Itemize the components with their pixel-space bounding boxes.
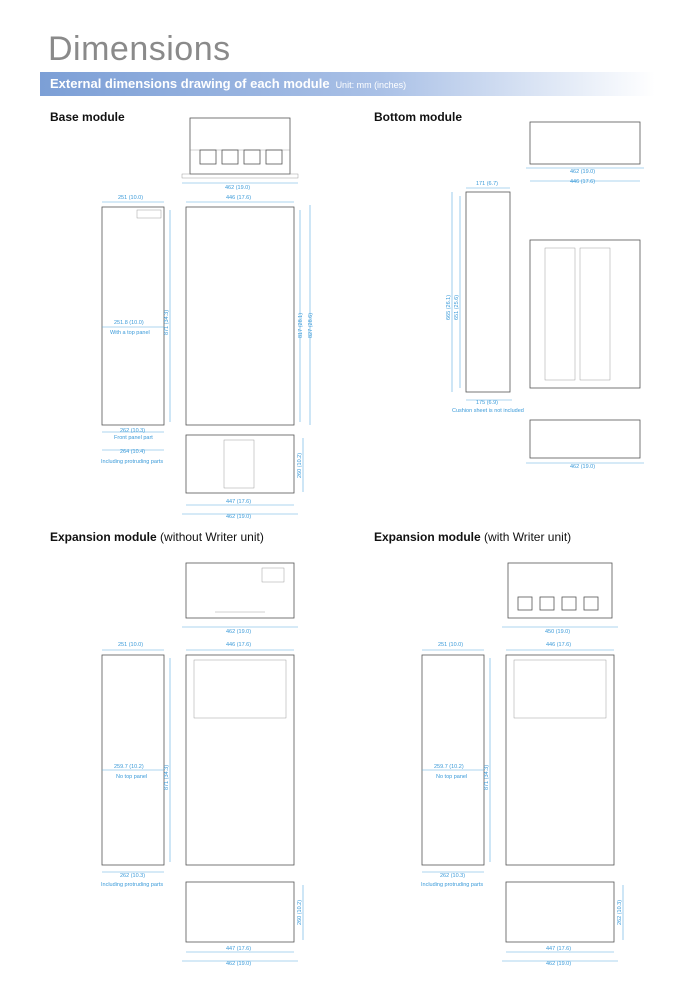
base-module-drawing: 462 (19.0) 251 (10.0) 871 (34.3) 251.8 (…: [101, 117, 314, 520]
exp-no-writer-bottom-unit: [185, 881, 295, 943]
exp-writer-top-panel-depth: 259.7 (10.2): [434, 764, 464, 770]
bottom-bottom-width: 462 (19.0): [570, 464, 595, 470]
banner-title: External dimensions drawing of each modu…: [50, 76, 330, 91]
base-top-panel-depth: 251.8 (10.0): [114, 320, 144, 326]
expansion-writer-subtitle: (with Writer unit): [484, 530, 572, 544]
banner-text: External dimensions drawing of each modu…: [50, 76, 406, 91]
page-title: Dimensions: [48, 30, 231, 68]
bottom-bottom-view: [529, 419, 641, 459]
exp-writer-bottom-width-2: 462 (19.0): [546, 961, 571, 967]
base-protruding-note: Including protruding parts: [101, 459, 163, 465]
section-banner: External dimensions drawing of each modu…: [40, 72, 655, 96]
base-front-view: [185, 206, 295, 426]
base-module-title: Base module: [50, 110, 125, 124]
bottom-cushion-note: Cushion sheet is not included: [452, 408, 524, 414]
exp-no-writer-protruding-note: Including protruding parts: [101, 882, 163, 888]
expansion-writer-drawing: 450 (19.0) 251 (10.0) 871 (34.3) 259.7 (…: [421, 562, 624, 967]
base-front-panel-depth: 262 (10.3): [120, 428, 145, 434]
bottom-top-width: 462 (19.0): [570, 169, 595, 175]
bottom-module-title: Bottom module: [374, 110, 462, 124]
exp-no-writer-bottom-height: 260 (10.2): [297, 900, 303, 925]
base-front-height-2: 827 (28.6): [308, 313, 314, 338]
base-side-view: [101, 206, 165, 426]
exp-no-writer-bottom-width-2: 462 (19.0): [226, 961, 251, 967]
base-bottom-width-1: 447 (17.6): [226, 499, 251, 505]
base-top-view: [189, 117, 291, 175]
base-front-height-1: 817 (28.1): [298, 313, 304, 338]
base-front-panel-note: Front panel part: [114, 435, 153, 441]
expansion-no-writer-title-text: Expansion module: [50, 530, 157, 544]
base-bottom-unit: [185, 434, 295, 494]
bottom-side-depth: 171 (6.7): [476, 181, 498, 187]
bottom-height-1: 665 (26.1): [446, 295, 452, 320]
exp-writer-protruding-depth: 262 (10.3): [440, 873, 465, 879]
expansion-no-writer-subtitle: (without Writer unit): [160, 530, 264, 544]
exp-no-writer-front-width: 446 (17.6): [226, 642, 251, 648]
bottom-top-view: [529, 121, 641, 165]
exp-no-writer-side-view: [101, 654, 165, 866]
exp-writer-top-width: 450 (19.0): [545, 629, 570, 635]
bottom-height-2: 651 (25.6): [454, 295, 460, 320]
exp-writer-front-width: 446 (17.6): [546, 642, 571, 648]
exp-writer-bottom-unit: [505, 881, 615, 943]
exp-writer-side-view: [421, 654, 485, 866]
exp-writer-front-view: [505, 654, 615, 866]
bottom-front-width: 446 (17.6): [570, 179, 595, 185]
exp-writer-protruding-note: Including protruding parts: [421, 882, 483, 888]
bottom-side-view: [465, 191, 511, 393]
exp-no-writer-height: 871 (34.3): [164, 765, 170, 790]
exp-writer-bottom-height: 262 (10.3): [617, 900, 623, 925]
exp-no-writer-top-panel-note: No top panel: [116, 774, 147, 780]
bottom-front-view: [529, 239, 641, 389]
base-bottom-width-2: 462 (19.0): [226, 514, 251, 520]
bottom-module-drawing: 462 (19.0) 446 (17.6) 171 (6.7) 665 (26.…: [446, 121, 644, 470]
exp-no-writer-top-panel-depth: 259.7 (10.2): [114, 764, 144, 770]
expansion-writer-title: Expansion module (with Writer unit): [374, 530, 571, 544]
exp-writer-top-panel-note: No top panel: [436, 774, 467, 780]
base-side-height: 871 (34.3): [164, 310, 170, 335]
unit-note: Unit: mm (inches): [335, 80, 407, 90]
expansion-writer-title-text: Expansion module: [374, 530, 481, 544]
expansion-no-writer-drawing: 462 (19.0) 251 (10.0) 871 (34.3) 259.7 (…: [101, 562, 304, 967]
base-bottom-height: 260 (10.2): [297, 453, 303, 478]
base-side-depth: 251 (10.0): [118, 195, 143, 201]
base-top-width: 462 (19.0): [225, 185, 250, 191]
exp-writer-top-view: [507, 562, 613, 619]
expansion-no-writer-title: Expansion module (without Writer unit): [50, 530, 264, 544]
base-front-width: 446 (17.6): [226, 195, 251, 201]
base-top-panel-note: With a top panel: [110, 330, 150, 336]
exp-no-writer-protruding-depth: 262 (10.3): [120, 873, 145, 879]
exp-no-writer-top-width: 462 (19.0): [226, 629, 251, 635]
exp-writer-height: 871 (34.3): [484, 765, 490, 790]
exp-no-writer-front-view: [185, 654, 295, 866]
exp-no-writer-top-view: [185, 562, 295, 619]
exp-no-writer-bottom-width-1: 447 (17.6): [226, 946, 251, 952]
exp-writer-side-depth: 251 (10.0): [438, 642, 463, 648]
base-protruding-depth: 264 (10.4): [120, 449, 145, 455]
bottom-base-depth: 175 (6.9): [476, 400, 498, 406]
exp-no-writer-side-depth: 251 (10.0): [118, 642, 143, 648]
exp-writer-bottom-width-1: 447 (17.6): [546, 946, 571, 952]
